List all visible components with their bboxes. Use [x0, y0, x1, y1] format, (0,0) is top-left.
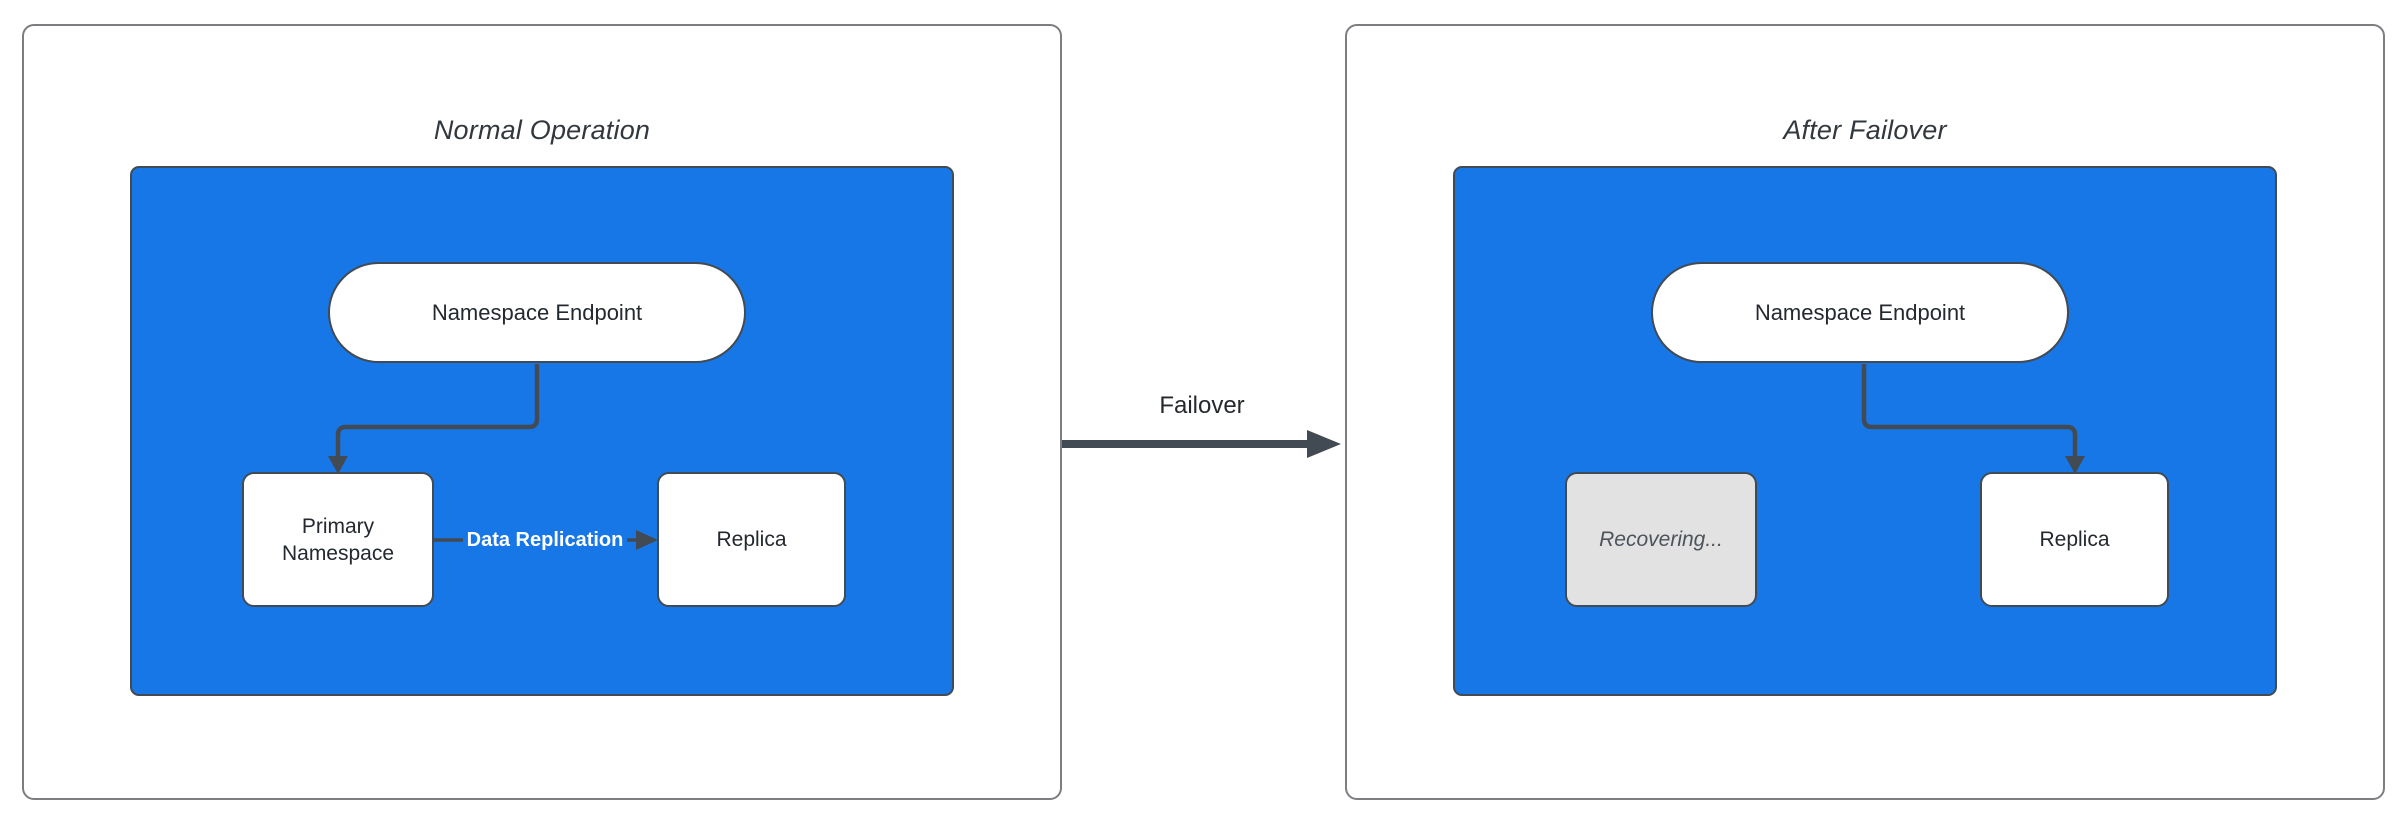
data-replication-arrowhead	[636, 530, 658, 550]
endpoint-to-replica-arrowhead	[2065, 456, 2085, 474]
node-namespace-endpoint: Namespace Endpoint	[328, 262, 746, 363]
endpoint-to-primary-arrowhead	[328, 456, 348, 474]
data-replication-edge-label: Data Replication	[430, 523, 660, 557]
endpoint-to-replica-edge	[1861, 364, 2078, 458]
node-label: Replica	[716, 528, 787, 551]
endpoint-to-primary-edge	[335, 364, 540, 458]
node-label: Replica	[2039, 528, 2110, 551]
node-namespace-endpoint: Namespace Endpoint	[1651, 262, 2069, 363]
failover-arrow-group: Failover	[1062, 392, 1342, 462]
node-replica-left: Replica	[657, 472, 846, 607]
node-recovering: Recovering...	[1565, 472, 1757, 607]
failover-label: Failover	[1159, 392, 1245, 419]
connector-lines	[1861, 364, 2085, 474]
panel-normal-operation: Normal Operation Namespace Endpoint Prim…	[22, 24, 1062, 800]
node-label: Namespace Endpoint	[431, 300, 643, 325]
connector-lines	[328, 364, 658, 550]
failover-arrow	[1062, 430, 1341, 458]
namespace-container-normal: Namespace Endpoint Primary Namespace Rep…	[130, 166, 954, 696]
node-replica-right: Replica	[1980, 472, 2169, 607]
node-label: Primary Namespace	[281, 514, 395, 565]
node-label: Recovering...	[1599, 528, 1723, 551]
panel-title-normal-operation: Normal Operation	[433, 115, 651, 145]
node-label: Namespace Endpoint	[1754, 300, 1966, 325]
node-primary-namespace: Primary Namespace	[242, 472, 434, 607]
edge-label-text: Data Replication	[462, 526, 628, 554]
panel-title-after-failover: After Failover	[1783, 115, 1947, 145]
namespace-container-failover: Namespace Endpoint Recovering... Replica	[1453, 166, 2277, 696]
panel-after-failover: After Failover Namespace Endpoint Recove…	[1345, 24, 2385, 800]
